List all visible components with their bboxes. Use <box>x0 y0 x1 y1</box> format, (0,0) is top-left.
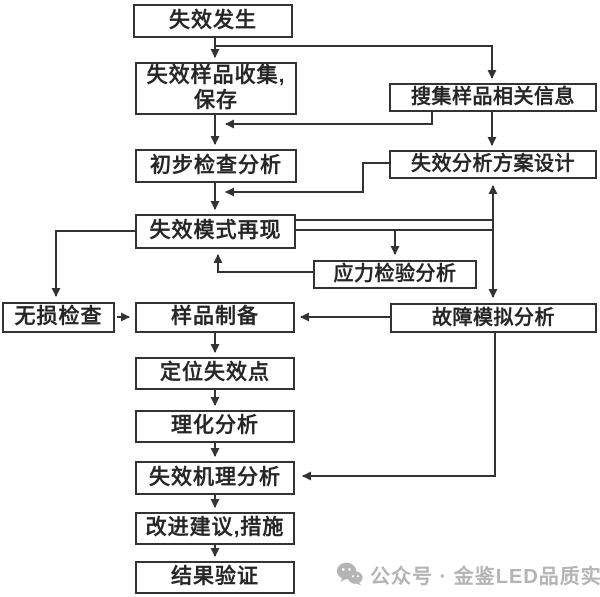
node-label: 故障模拟分析 <box>432 306 555 329</box>
node-label: 理化分析 <box>171 414 259 438</box>
node-stress-test-analysis: 应力检验分析 <box>313 260 477 289</box>
node-fault-simulation-analysis: 故障模拟分析 <box>390 303 597 333</box>
node-analysis-plan-design: 失效分析方案设计 <box>389 150 597 179</box>
node-label: 失效发生 <box>169 8 257 32</box>
node-label: 失效机理分析 <box>149 465 281 489</box>
node-label: 失效模式再现 <box>149 219 282 243</box>
node-label: 改进建议,措施 <box>145 516 285 540</box>
watermark: 公众号 · 金鉴LED品质实验室 <box>336 560 600 588</box>
node-sample-preparation: 样品制备 <box>135 302 295 333</box>
node-label: 应力检验分析 <box>333 263 457 285</box>
node-label: 结果验证 <box>171 565 259 589</box>
watermark-text: 公众号 · 金鉴LED品质实验室 <box>370 565 600 588</box>
node-improvement-suggestions: 改进建议,措施 <box>135 512 295 545</box>
node-result-verification: 结果验证 <box>135 561 295 594</box>
node-label: 定位失效点 <box>160 361 270 385</box>
node-locate-failure-point: 定位失效点 <box>135 357 295 390</box>
node-gather-sample-info: 搜集样品相关信息 <box>389 83 597 112</box>
node-failure-mechanism-analysis: 失效机理分析 <box>135 461 295 495</box>
wechat-icon <box>336 562 363 586</box>
node-failure-occurs: 失效发生 <box>133 4 293 38</box>
node-label: 初步检查分析 <box>150 153 282 177</box>
node-label: 样品制备 <box>171 305 259 329</box>
node-nondestructive-inspection: 无损检查 <box>2 302 115 333</box>
node-label-line2: 保存 <box>194 88 238 112</box>
node-label: 失效样品收集, <box>146 64 286 88</box>
node-failure-mode-reproduction: 失效模式再现 <box>135 214 296 249</box>
connector-lines <box>51 38 498 557</box>
node-label: 失效分析方案设计 <box>411 153 575 175</box>
node-sample-collection-save: 失效样品收集, 保存 <box>135 62 297 115</box>
node-preliminary-inspection: 初步检查分析 <box>135 149 297 183</box>
node-label: 无损检查 <box>14 305 103 329</box>
node-physicochemical-analysis: 理化分析 <box>135 410 295 443</box>
node-label: 搜集样品相关信息 <box>411 86 575 108</box>
